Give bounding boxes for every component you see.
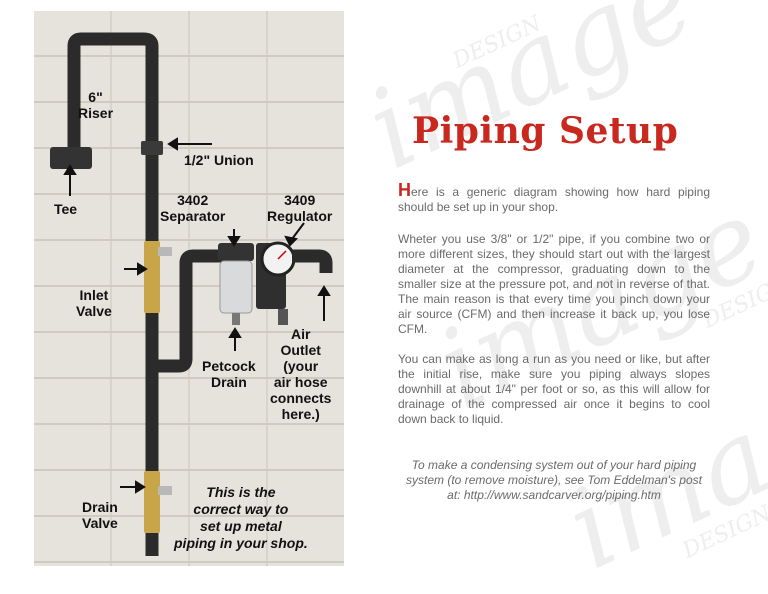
label-riser: 6" Riser: [78, 89, 114, 121]
photo-caption: This is the correct way to set up metal …: [174, 484, 308, 551]
inlet-valve-body: [144, 241, 160, 313]
watermark: DESIGN: [679, 501, 768, 564]
paragraph-pipe-sizes: Wheter you use 3/8" or 1/2" pipe, if you…: [398, 232, 710, 336]
condensing-note: To make a condensing system out of your …: [406, 458, 702, 502]
piping-photo: 6" Riser Tee 1/2" Union 3402 Separator 3…: [34, 11, 344, 566]
label-inlet-valve: Inlet Valve: [76, 287, 112, 319]
label-tee: Tee: [54, 201, 78, 217]
paragraph-intro: Here is a generic diagram showing how ha…: [398, 181, 710, 215]
page-title: Piping Setup: [412, 110, 679, 152]
paragraph-slope: You can make as long a run as you need o…: [398, 352, 710, 426]
label-regulator: 3409 Regulator: [267, 192, 333, 224]
paragraph-intro-text: ere is a generic diagram showing how har…: [398, 185, 710, 214]
label-separator: 3402 Separator: [160, 192, 226, 224]
drain-valve-body: [144, 471, 160, 533]
separator-bowl: [219, 260, 253, 314]
label-union: 1/2" Union: [184, 152, 254, 168]
label-air-outlet: Air Outlet (your air hose connects here.…: [270, 326, 332, 422]
label-drain-valve: Drain Valve: [82, 499, 118, 531]
watermark: image: [348, 0, 712, 194]
watermark: DESIGN: [449, 11, 546, 74]
drop-cap: H: [398, 180, 411, 200]
label-petcock-drain: Petcock Drain: [202, 358, 256, 390]
piping-illustration: [50, 32, 333, 556]
annotation-arrows: [63, 137, 331, 494]
union-fitting: [141, 141, 163, 155]
tee-fitting: [50, 147, 92, 169]
